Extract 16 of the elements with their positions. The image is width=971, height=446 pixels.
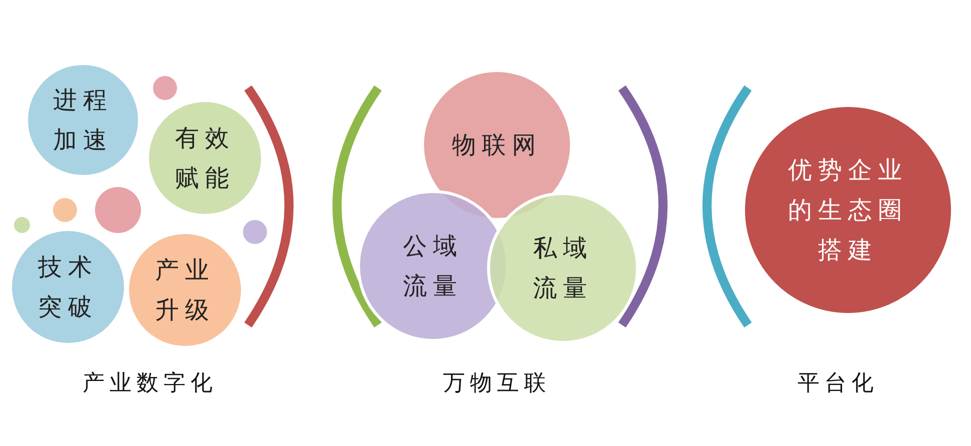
bubble: [243, 220, 267, 244]
bubble-text: 公域流量: [402, 231, 464, 302]
bubble: [14, 217, 30, 233]
section-label: 产业数字化: [82, 370, 218, 398]
bubble-text: 优势企业的生态圈搭建: [787, 155, 909, 266]
section-label: 平台化: [798, 370, 878, 398]
bubble-text: 私域流量: [532, 233, 594, 304]
bubble-text: 有效赋能: [174, 123, 236, 194]
bubble-text: 物联网: [451, 130, 543, 161]
section-label: 万物互联: [443, 370, 551, 398]
bubble: [53, 198, 77, 222]
bubble-text: 进程加速: [52, 85, 114, 156]
bubble-text: 产业升级: [154, 255, 216, 326]
bubble: [153, 76, 177, 100]
bubble: [95, 187, 141, 233]
bubble-text: 技术突破: [37, 252, 99, 323]
